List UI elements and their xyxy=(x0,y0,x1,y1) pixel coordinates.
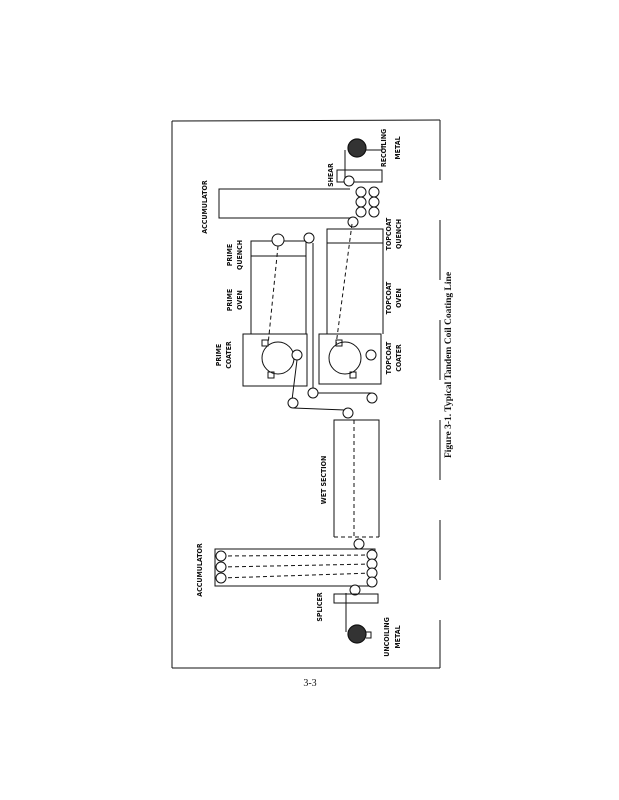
label-text: OVEN xyxy=(236,290,244,310)
shear xyxy=(336,169,383,183)
label-wet-section: WET SECTION xyxy=(320,456,328,504)
prime-section xyxy=(242,232,315,393)
label-text: QUENCH xyxy=(236,240,244,270)
label-splicer: SPLICER xyxy=(316,592,324,621)
label-text: COATER xyxy=(225,341,233,369)
label-text: PRIME xyxy=(215,344,223,366)
label-accumulator-exit: ACCUMULATOR xyxy=(201,180,209,234)
label-text: COATER xyxy=(395,344,403,372)
figure-frame xyxy=(171,119,441,669)
strip-path xyxy=(287,359,378,419)
label-text: QUENCH xyxy=(395,219,403,249)
entry-accumulator xyxy=(214,548,378,596)
label-topcoat-quench: TOPCOAT QUENCH xyxy=(385,217,403,250)
label-text: TOPCOAT xyxy=(385,217,393,250)
exit-accumulator xyxy=(218,175,380,228)
recoiling-coil xyxy=(344,138,383,180)
label-uncoiling-metal: UNCOILING METAL xyxy=(383,617,402,657)
label-text: TOPCOAT xyxy=(385,341,393,374)
label-accumulator-entry: ACCUMULATOR xyxy=(196,543,204,597)
label-text: PRIME xyxy=(226,289,234,311)
wet-section xyxy=(333,419,380,550)
label-topcoat-coater: TOPCOAT COATER xyxy=(385,341,403,374)
splicer xyxy=(333,593,379,604)
label-text: PRIME xyxy=(226,244,234,266)
topcoat-section xyxy=(318,223,384,385)
label-text: OVEN xyxy=(395,288,403,308)
label-shear: SHEAR xyxy=(327,163,335,187)
label-text: METAL xyxy=(394,136,402,159)
page-number: 3-3 xyxy=(303,678,316,689)
label-text: UNCOILING xyxy=(383,617,391,657)
label-text: RECOILING xyxy=(380,129,388,167)
uncoiling-coil xyxy=(345,593,372,644)
label-topcoat-oven: TOPCOAT OVEN xyxy=(385,281,403,314)
label-prime-coater: PRIME COATER xyxy=(215,341,233,369)
label-prime-quench: PRIME QUENCH xyxy=(226,240,244,270)
label-recoiling-metal: RECOILING METAL xyxy=(380,129,402,167)
label-text: METAL xyxy=(394,625,402,648)
label-text: TOPCOAT xyxy=(385,281,393,314)
label-prime-oven: PRIME OVEN xyxy=(226,289,244,311)
figure-caption: Figure 3-1. Typical Tandem Coil Coating … xyxy=(444,272,454,458)
